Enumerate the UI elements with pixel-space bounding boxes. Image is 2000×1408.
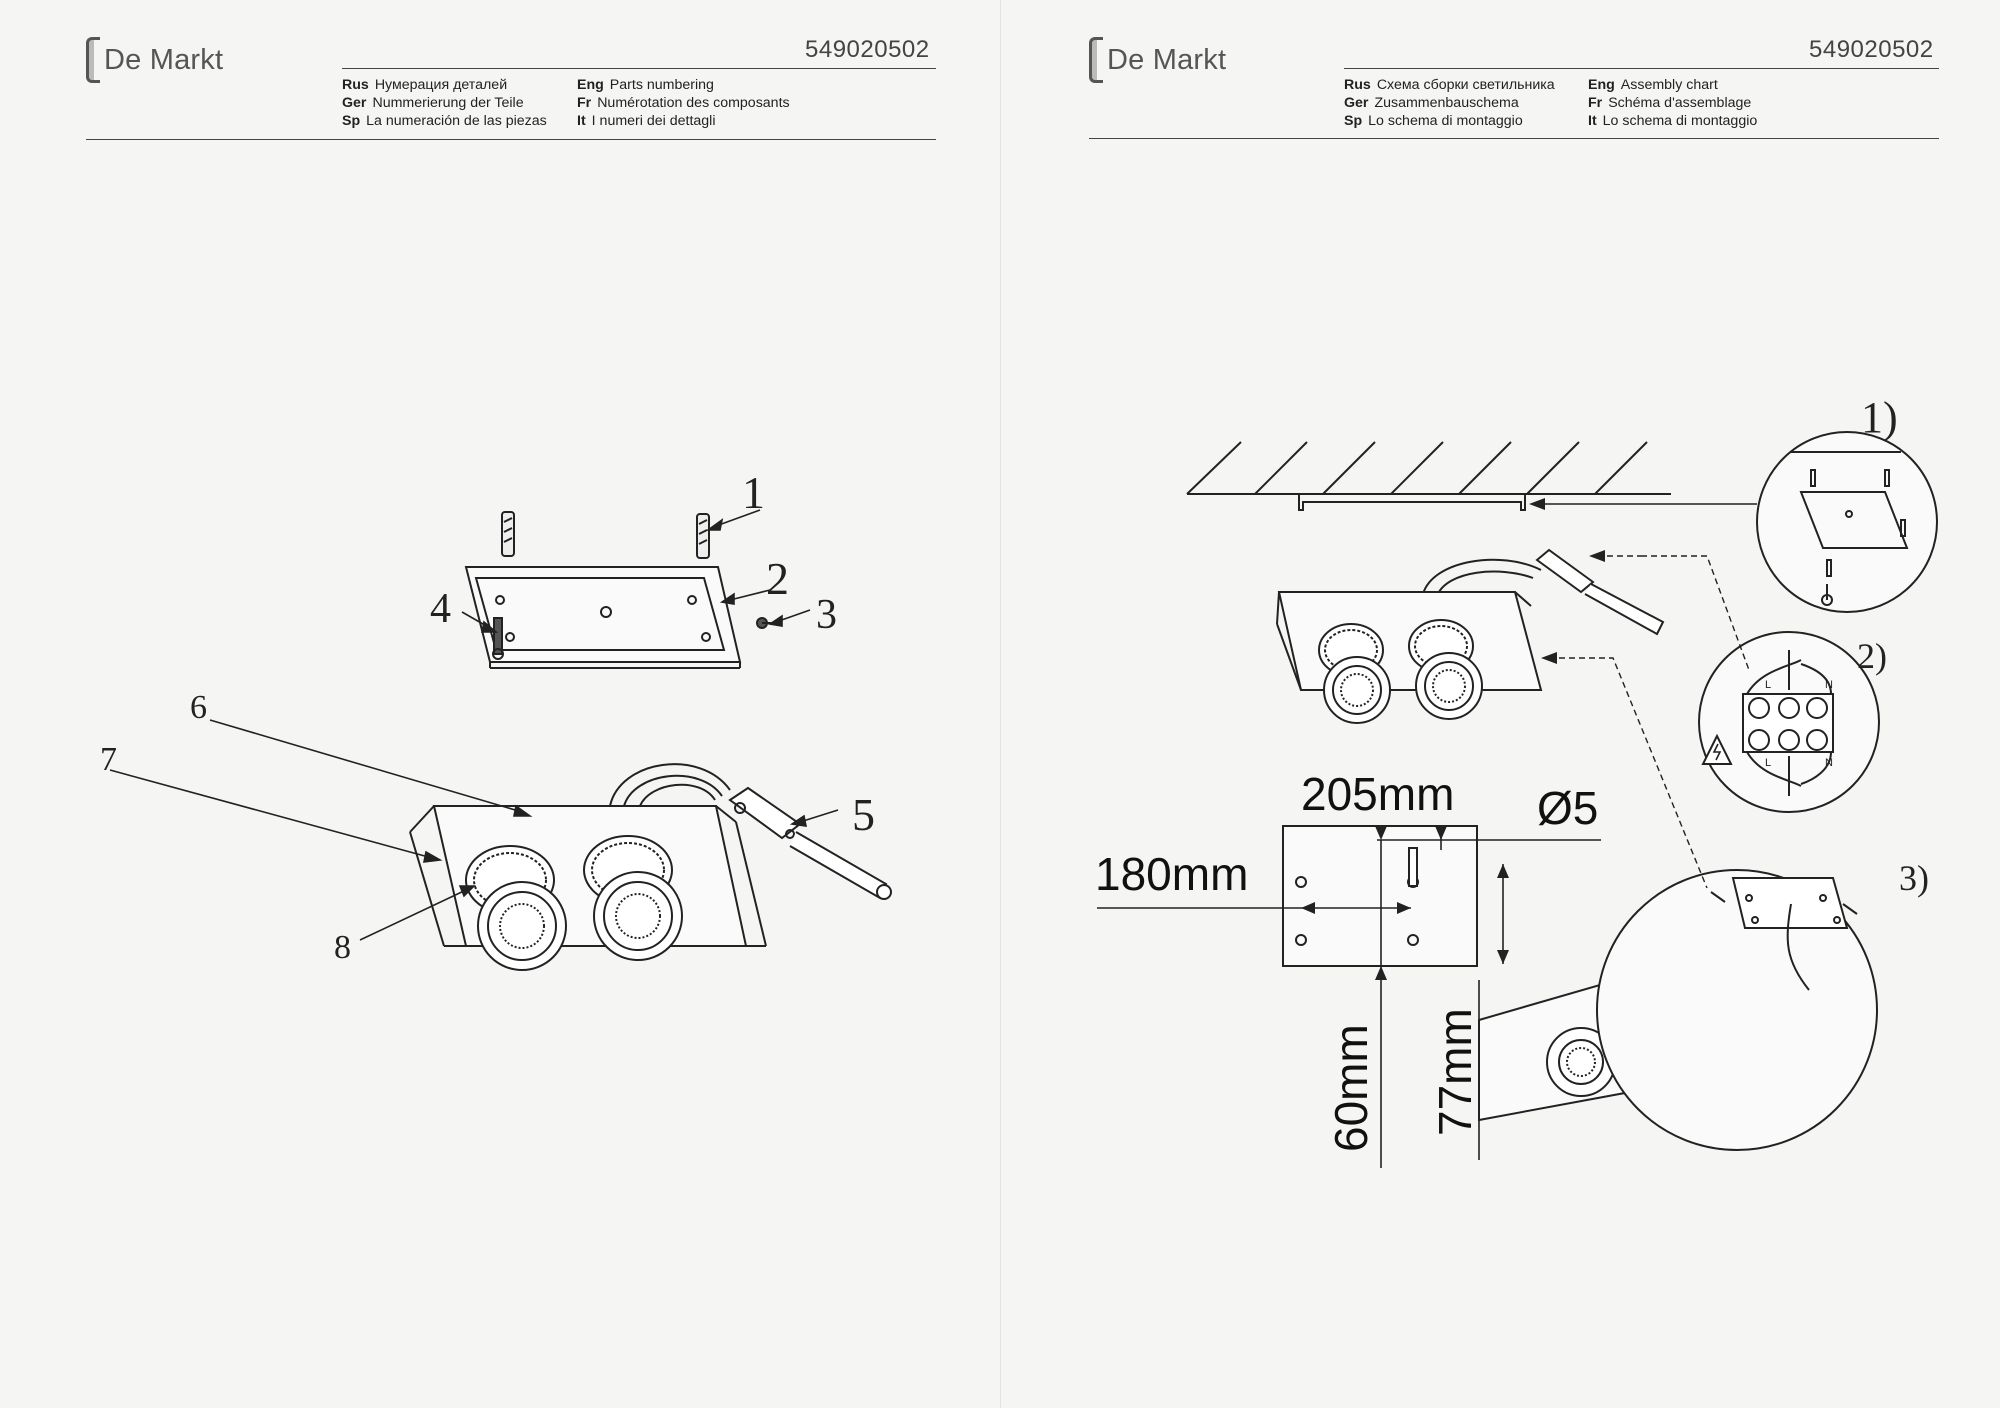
ceiling-plate <box>1298 494 1526 511</box>
assembly-diagram: 1) 2) 3) L N L N 205mm Ø5 180mm 60mm 77m… <box>1095 393 1938 1168</box>
dimension-depth: 180mm <box>1095 848 1248 900</box>
brand-logo: De Markt <box>86 36 223 84</box>
callout-6: 6 <box>190 689 207 726</box>
wire-neutral-label-top: N <box>1825 679 1833 691</box>
dimension-hole: Ø5 <box>1537 782 1598 834</box>
detail-circle-2 <box>1698 631 1880 813</box>
header-rule-top <box>1344 68 1939 69</box>
wire-neutral-label-bottom: N <box>1825 757 1833 769</box>
step-3-label: 3) <box>1899 858 1929 898</box>
ceiling-hatch <box>1186 441 1671 495</box>
parts-diagram: 1 2 3 4 5 6 7 8 <box>100 467 892 971</box>
dimension-plate <box>1282 825 1478 967</box>
callout-4: 4 <box>430 586 451 632</box>
brand-logo-mark-icon <box>1089 37 1103 83</box>
brand-name: De Markt <box>1107 43 1227 76</box>
pointer-arrowheads <box>1529 498 1605 664</box>
brand-name: De Markt <box>104 43 224 76</box>
callout-7: 7 <box>100 741 117 778</box>
dimension-arrows <box>1301 826 1509 980</box>
callout-3: 3 <box>816 592 837 638</box>
callout-5: 5 <box>852 789 875 840</box>
electric-warning-icon <box>1701 733 1733 765</box>
brand-logo: De Markt <box>1089 36 1226 84</box>
callout-8: 8 <box>334 929 351 966</box>
lamp-body-assembly <box>1276 548 1665 724</box>
mounting-plate <box>464 566 742 669</box>
wire-line-label-top: L <box>1765 679 1771 691</box>
dimension-height-77: 77mm <box>1429 1008 1481 1136</box>
header-rule-bottom <box>86 139 936 140</box>
wall-plug-left <box>501 511 515 557</box>
header-rule-top <box>342 68 936 69</box>
dimension-height-60: 60mm <box>1325 1024 1377 1152</box>
callout-1: 1 <box>742 467 765 518</box>
detail-circle-3 <box>1596 869 1878 1151</box>
step-2-label: 2) <box>1857 636 1887 676</box>
header-rule-bottom <box>1089 138 1939 139</box>
detail-circle-1 <box>1756 431 1938 613</box>
leader-lines <box>109 509 839 941</box>
dimension-width: 205mm <box>1301 768 1454 820</box>
spot-head-right <box>583 835 683 961</box>
document-number: 549020502 <box>805 36 930 63</box>
wall-plug-right <box>696 513 710 559</box>
document-number: 549020502 <box>1809 36 1934 63</box>
brand-logo-mark-icon <box>86 37 100 83</box>
spot-head-left <box>465 845 567 971</box>
step-1-label: 1) <box>1861 393 1898 442</box>
wire-line-label-bottom: L <box>1765 757 1771 769</box>
screw <box>492 617 504 660</box>
callout-2: 2 <box>766 553 789 604</box>
pointer-lines <box>1539 503 1757 889</box>
